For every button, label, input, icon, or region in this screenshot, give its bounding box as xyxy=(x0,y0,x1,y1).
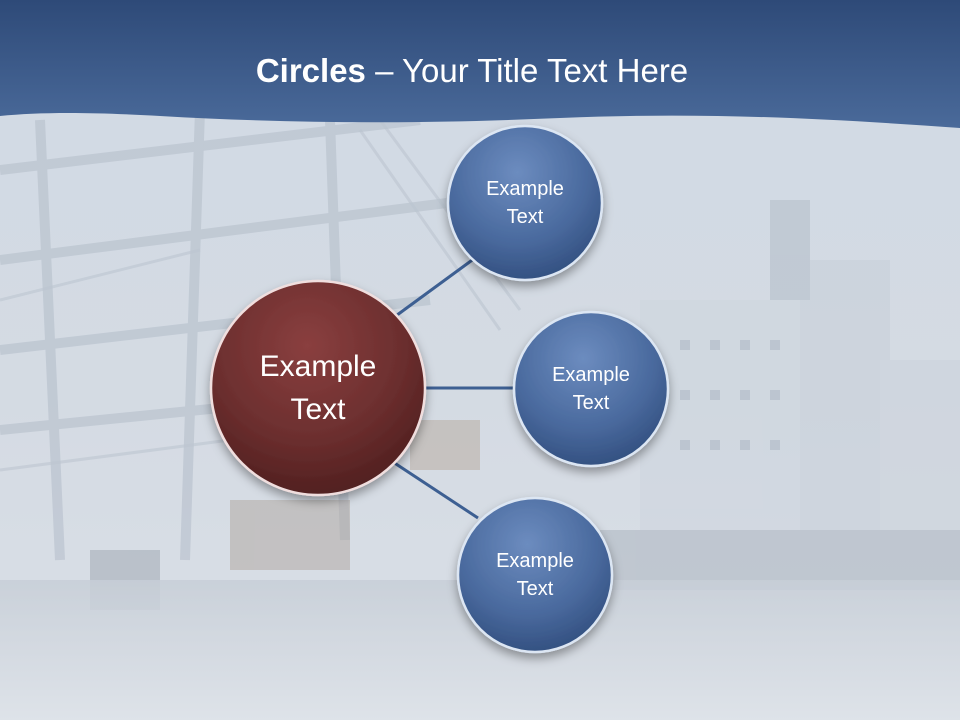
connector-line xyxy=(392,256,476,320)
title-rest: – Your Title Text Here xyxy=(365,52,689,89)
satellite-1-line1: Example xyxy=(486,178,564,200)
satellite-circle xyxy=(456,496,614,654)
connector-line xyxy=(392,460,479,520)
center-label-line2: Text xyxy=(290,393,346,426)
satellite-3-line1: Example xyxy=(496,550,574,572)
satellite-circle xyxy=(512,310,670,468)
satellite-1-line2: Text xyxy=(506,206,544,228)
page-title: Circles – Your Title Text Here xyxy=(0,52,944,90)
satellite-2-line2: Text xyxy=(572,392,610,414)
satellite-3-line2: Text xyxy=(516,578,554,600)
title-bold: Circles xyxy=(255,52,366,89)
satellite-2-line1: Example xyxy=(552,364,630,386)
header-band xyxy=(0,0,960,128)
satellite-circle xyxy=(446,124,604,282)
center-label-line1: Example xyxy=(259,349,377,383)
center-circle xyxy=(209,279,427,497)
